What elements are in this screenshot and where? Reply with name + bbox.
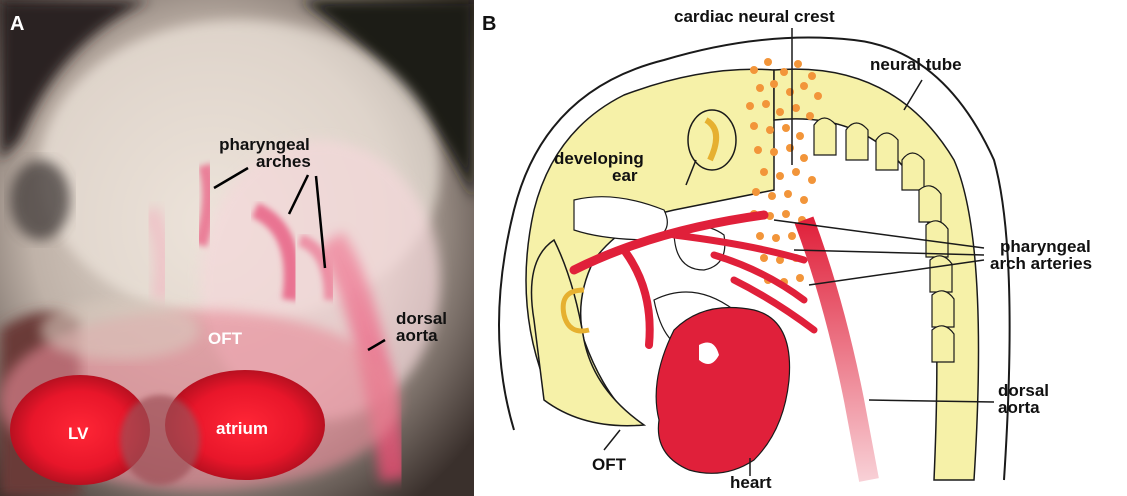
cardiac-neural-crest-label: cardiac neural crest (674, 8, 835, 25)
panel-letter: A (10, 14, 24, 34)
developing-ear-label: developing ear (554, 150, 644, 184)
label-line: aorta (998, 399, 1049, 416)
panel-letter: B (482, 14, 496, 34)
label-line: developing (554, 150, 644, 167)
pharyngeal-arch-arteries-label: pharyngeal arch arteries (990, 238, 1092, 272)
label-line: pharyngeal (218, 136, 311, 153)
label-line: dorsal (998, 382, 1049, 399)
heart-label: heart (730, 474, 772, 491)
panel-a-photo: A pharyngeal arches dorsal aorta OFT LV … (0, 0, 474, 496)
atrium-label: atrium (216, 420, 268, 437)
label-line: arch arteries (990, 255, 1092, 272)
label-line: arches (256, 153, 311, 170)
neural-tube-label: neural tube (870, 56, 962, 73)
oft-label: OFT (208, 330, 242, 347)
label-line: ear (612, 167, 644, 184)
pharyngeal-arches-label: pharyngeal arches (218, 136, 311, 170)
dorsal-aorta-label: dorsal aorta (396, 310, 447, 344)
label-line: pharyngeal (1000, 238, 1092, 255)
panel-b-diagram: B cardiac neural crest neural tube devel… (474, 0, 1127, 496)
label-line: aorta (396, 327, 447, 344)
label-line: dorsal (396, 310, 447, 327)
oft-label: OFT (592, 456, 626, 473)
dorsal-aorta-label: dorsal aorta (998, 382, 1049, 416)
lv-label: LV (68, 425, 88, 442)
